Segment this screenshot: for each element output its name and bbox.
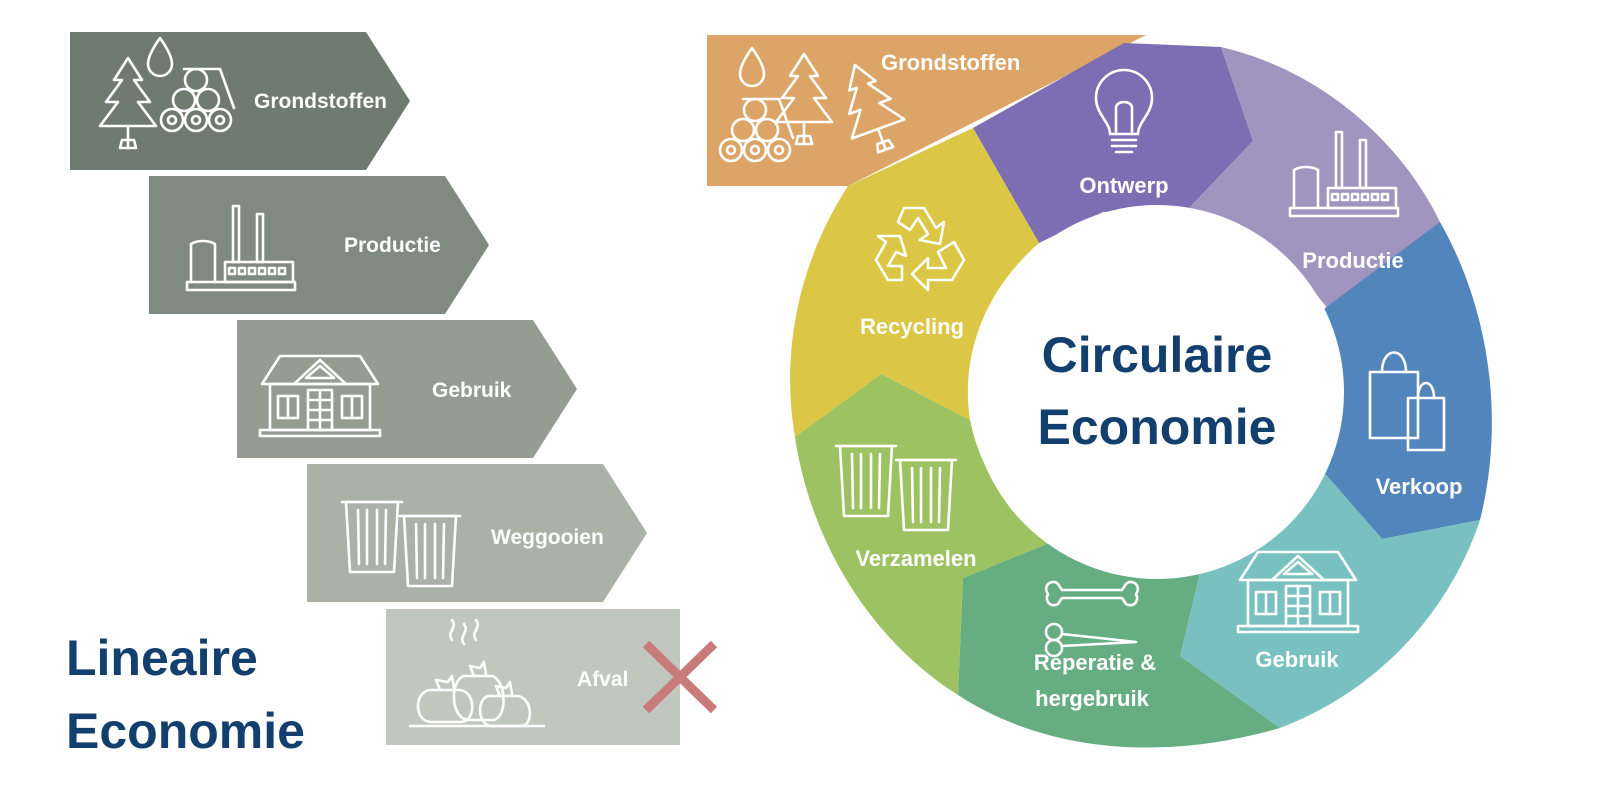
- center-circle: [970, 205, 1344, 579]
- linear-title-line1: Lineaire: [66, 630, 258, 686]
- linear-step-raw-materials: Grondstoffen: [70, 32, 410, 170]
- linear-step-arrow: [70, 32, 410, 170]
- linear-step-label: Gebruik: [432, 379, 512, 402]
- ring-segment-design: [973, 43, 1253, 243]
- segment-label: Verzamelen: [855, 546, 976, 571]
- linear-step-production: Productie: [149, 176, 489, 314]
- linear-step-label: Weggooien: [491, 526, 604, 549]
- linear-step-label: Afval: [577, 668, 628, 691]
- segment-label: Recycling: [860, 314, 964, 339]
- linear-step-label: Grondstoffen: [254, 90, 387, 113]
- linear-step-discard: Weggooien: [307, 464, 647, 602]
- ring-segment-collect: [795, 374, 1052, 695]
- segment-label: Productie: [1302, 248, 1403, 273]
- segment-label: hergebruik: [1035, 686, 1149, 711]
- ring-segment-repair-reuse: [958, 542, 1280, 748]
- linear-economy: Grondstoffen Productie Gebruik Weggooien…: [66, 32, 718, 759]
- linear-step-waste: Afval: [386, 609, 718, 745]
- circular-title-line2: Economie: [1038, 399, 1277, 455]
- segment-label: Reperatie &: [1034, 650, 1156, 675]
- linear-step-box: [386, 609, 680, 745]
- segment-label: Gebruik: [1255, 647, 1339, 672]
- linear-step-label: Productie: [344, 234, 441, 257]
- linear-step-arrow: [307, 464, 647, 602]
- red-cross-icon: [642, 640, 718, 714]
- circular-economy: Circulaire Economie Grondstoffen Ontwerp…: [707, 35, 1492, 748]
- linear-step-arrow: [237, 320, 577, 458]
- linear-step-use: Gebruik: [237, 320, 577, 458]
- ring-segment-production: [1189, 47, 1440, 312]
- segment-label: Verkoop: [1376, 474, 1463, 499]
- ring-segment-recycling: [790, 128, 1039, 437]
- circular-title-line1: Circulaire: [1042, 327, 1273, 383]
- ring-segment-sales: [1314, 222, 1492, 539]
- linear-title-line2: Economie: [66, 703, 305, 759]
- input-label: Grondstoffen: [881, 50, 1020, 75]
- segment-label: Ontwerp: [1079, 173, 1168, 198]
